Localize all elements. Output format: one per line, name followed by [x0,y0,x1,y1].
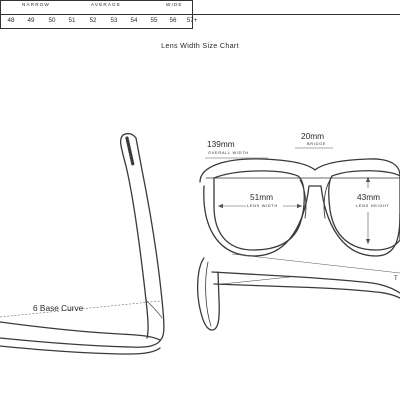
base-curve-line [0,300,161,318]
size-cell: 52 [89,17,97,24]
temple-length-line [231,253,400,274]
size-cell: 50 [48,17,56,24]
right-lens-outline [328,170,400,251]
lens-width-caption: LENS WIDTH [247,203,278,208]
overall-width-caption: OVERALL WIDTH [208,150,249,155]
size-cell: 57+ [186,17,198,24]
right-edge-mark: T [394,276,398,282]
side-view-frame [197,257,220,331]
group-narrow-label: NARROW [22,2,50,7]
overall-width-value: 139mm [207,139,235,149]
left-lens-outline [213,170,305,251]
arrow-down [365,239,371,244]
bridge-value: 20mm [301,131,325,141]
size-cell: 49 [27,17,35,24]
size-cell: 51 [68,17,76,24]
size-chart-table: NARROW AVERAGE WIDE 48 49 50 51 52 53 54… [0,0,400,29]
size-chart-title: Lens Width Size Chart [161,41,239,50]
table-divider [0,14,400,15]
size-cell: 56 [169,17,177,24]
side-view-temple [211,271,400,299]
top-view-temple [119,132,165,339]
size-cell: 54 [130,17,138,24]
arrow-up [365,177,371,182]
lens-height-value: 43mm [357,192,381,202]
arrow-right [297,203,302,209]
bridge-caption: BRIDGE [307,141,327,146]
lens-height-caption: LENS HEIGHT [356,203,390,208]
size-cell: 55 [150,17,158,24]
group-average-label: AVERAGE [91,2,122,7]
size-cell: 53 [110,17,118,24]
top-view-frame-front [0,321,163,355]
lens-width-value: 51mm [250,192,274,202]
arrow-left [218,203,223,209]
group-wide-label: WIDE [166,2,183,7]
size-cell: 48 [7,17,15,24]
front-view-frame [199,158,400,257]
base-curve-label: 6 Base Curve [33,303,84,313]
